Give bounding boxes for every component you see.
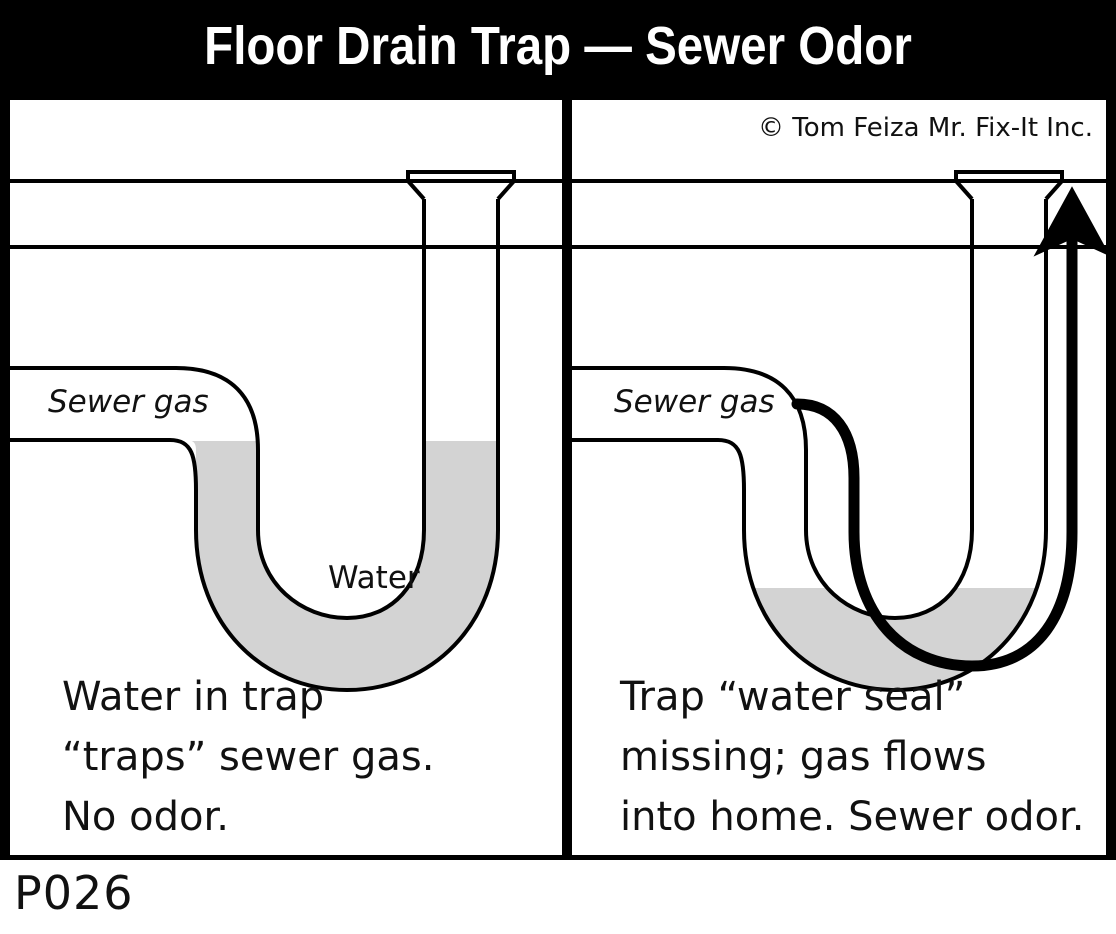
drain-pipe-inner-wall [346, 199, 426, 620]
caption-line: Trap “water seal” [619, 674, 965, 720]
credit-text: © Tom Feiza Mr. Fix-It Inc. [758, 113, 1093, 143]
caption-line: No odor. [62, 794, 229, 840]
drain-taper-left [954, 179, 974, 201]
sheet-code: P026 [14, 866, 134, 920]
sewer-pipe-top-wall [572, 366, 896, 620]
page-title: Floor Drain Trap — Sewer Odor [204, 16, 912, 76]
drain-flange [954, 170, 1064, 183]
drain-pipe-outer-wall [894, 199, 1048, 692]
water-fill [10, 441, 498, 690]
sewer-pipe-bottom-wall [10, 438, 348, 692]
diagram-frame: Sewer gas Water Water in trap “traps” se… [0, 95, 1116, 860]
panel-good-trap: Sewer gas Water Water in trap “traps” se… [10, 100, 562, 855]
label-sewer-gas: Sewer gas [614, 384, 775, 420]
drain-flange [406, 170, 516, 183]
label-water: Water [328, 560, 420, 596]
drain-taper-right [1044, 179, 1064, 201]
gas-flow-arrow [791, 186, 1106, 672]
caption-line: Water in trap [62, 674, 324, 720]
title-bar: Floor Drain Trap — Sewer Odor [0, 0, 1116, 95]
sewer-pipe-bottom-wall [572, 438, 896, 692]
drain-taper-right [496, 179, 516, 201]
caption-line: missing; gas flows [620, 734, 986, 780]
caption-line: into home. Sewer odor. [620, 794, 1084, 840]
caption-line: “traps” sewer gas. [62, 734, 434, 780]
drain-pipe-outer-wall [346, 199, 500, 692]
drain-taper-left [406, 179, 426, 201]
panel-dry-trap: © Tom Feiza Mr. Fix-It Inc. [572, 100, 1106, 855]
label-sewer-gas: Sewer gas [48, 384, 209, 420]
sewer-pipe-top-wall [10, 366, 348, 620]
drain-pipe-inner-wall [894, 199, 974, 620]
